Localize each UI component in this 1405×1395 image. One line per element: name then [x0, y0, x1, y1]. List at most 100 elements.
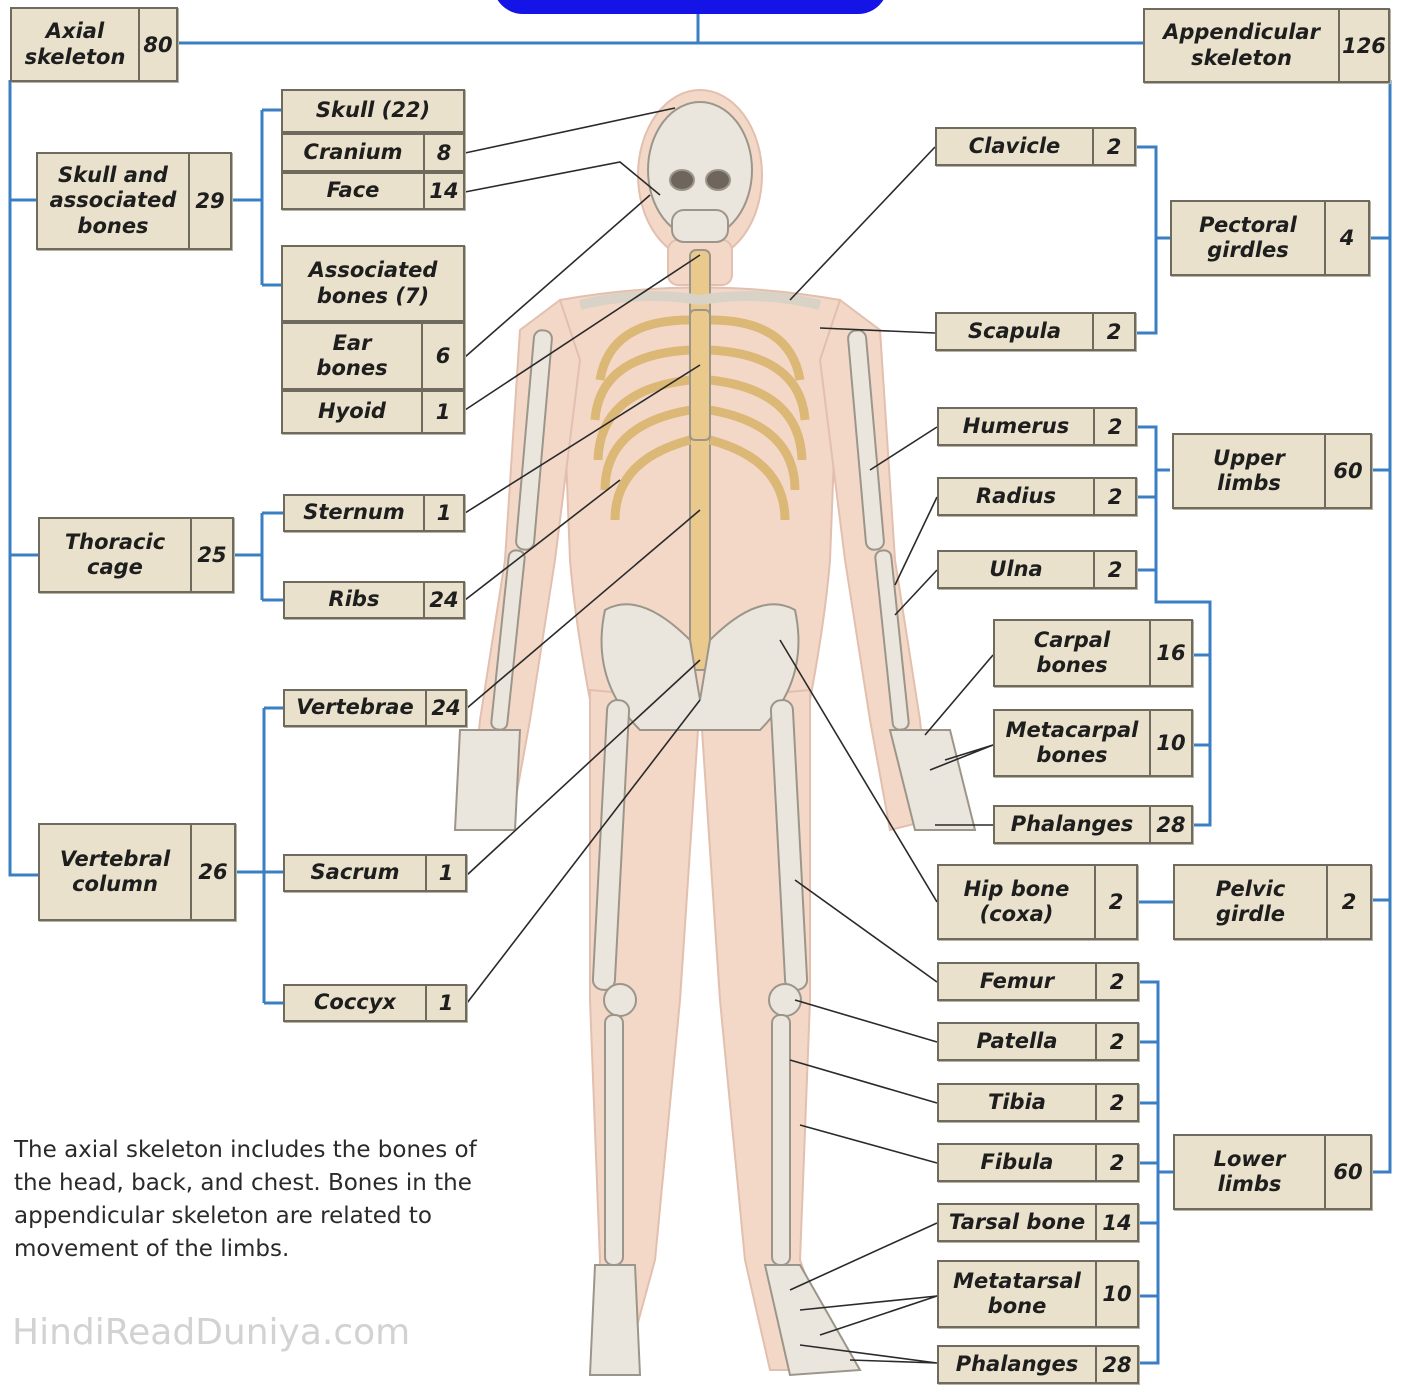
title-banner — [493, 0, 888, 14]
label: Upper limbs — [1174, 435, 1324, 507]
hand-left — [455, 730, 520, 830]
label: Radius — [939, 479, 1093, 514]
box-metacarpal-bones: Metacarpal bones 10 — [993, 709, 1193, 777]
box-hyoid: Hyoid 1 — [281, 390, 465, 434]
box-ear-bones: Ear bones 6 — [281, 322, 465, 390]
caption: The axial skeleton includes the bones of… — [14, 1134, 494, 1266]
skull-bone — [648, 102, 752, 238]
count: 29 — [188, 154, 230, 248]
box-vertebral-column: Vertebral column 26 — [38, 823, 236, 921]
box-tibia: Tibia 2 — [937, 1083, 1139, 1122]
hand-right — [890, 730, 975, 830]
box-carpal-bones: Carpal bones 16 — [993, 619, 1193, 687]
label: Pelvic girdle — [1175, 866, 1326, 938]
neck-shape — [668, 240, 732, 285]
box-metatarsal-bone: Metatarsal bone 10 — [937, 1260, 1139, 1328]
right-leg-shape — [700, 690, 840, 1370]
box-lower-limbs: Lower limbs 60 — [1173, 1134, 1372, 1210]
box-scapula: Scapula 2 — [935, 312, 1136, 351]
box-thoracic-cage: Thoracic cage 25 — [38, 517, 234, 593]
count: 8 — [423, 135, 463, 170]
label: Patella — [939, 1024, 1095, 1059]
spine-bone — [690, 250, 710, 670]
skeleton — [455, 102, 975, 1375]
label: Hip bone (coxa) — [939, 866, 1094, 938]
count: 14 — [1095, 1205, 1137, 1240]
right-arm-shape — [820, 300, 930, 830]
box-upper-limbs: Upper limbs 60 — [1172, 433, 1372, 509]
count: 10 — [1149, 711, 1191, 775]
patella-right — [769, 984, 801, 1016]
forearm-left — [491, 550, 526, 731]
count: 14 — [423, 174, 463, 208]
count: 24 — [425, 691, 465, 725]
count: 16 — [1149, 621, 1191, 685]
box-phalanges-hand: Phalanges 28 — [993, 805, 1193, 844]
box-face: Face 14 — [281, 172, 465, 210]
count: 2 — [1092, 314, 1134, 349]
count: 60 — [1324, 435, 1370, 507]
box-tarsal-bone: Tarsal bone 14 — [937, 1203, 1139, 1242]
box-pelvic-girdle: Pelvic girdle 2 — [1173, 864, 1372, 940]
forearm-right — [875, 550, 910, 731]
label: Hyoid — [283, 392, 421, 432]
label: Carpal bones — [995, 621, 1149, 685]
count: 4 — [1324, 202, 1368, 274]
label: Sacrum — [285, 856, 425, 890]
humerus-left — [515, 330, 552, 551]
count: 1 — [425, 856, 465, 890]
box-skull: Skull (22) — [281, 89, 465, 133]
box-ulna: Ulna 2 — [937, 550, 1137, 589]
label: Ear bones — [283, 324, 421, 388]
torso-shape — [560, 288, 840, 701]
left-arm-shape — [470, 300, 580, 830]
label: Tarsal bone — [939, 1205, 1095, 1240]
count: 24 — [423, 583, 463, 617]
box-patella: Patella 2 — [937, 1022, 1139, 1061]
count: 2 — [1093, 552, 1135, 587]
box-axial-skeleton: Axial skeleton 80 — [10, 7, 178, 82]
label: Phalanges — [995, 807, 1149, 842]
count: 1 — [425, 986, 465, 1020]
watermark: HindiReadDuniya.com — [12, 1312, 410, 1353]
box-appendicular-skeleton: Appendicular skeleton 126 — [1143, 8, 1390, 83]
count: 80 — [138, 9, 176, 80]
label: Sternum — [285, 496, 423, 530]
box-clavicle: Clavicle 2 — [935, 127, 1136, 166]
count: 25 — [190, 519, 232, 591]
label: Humerus — [939, 409, 1093, 444]
count: 2 — [1093, 409, 1135, 444]
box-sternum: Sternum 1 — [283, 494, 465, 532]
box-pectoral-girdles: Pectoral girdles 4 — [1170, 200, 1370, 276]
label: Pectoral girdles — [1172, 202, 1324, 274]
count: 2 — [1095, 1145, 1137, 1180]
label: Lower limbs — [1175, 1136, 1324, 1208]
count: 28 — [1095, 1347, 1137, 1382]
eye-socket-left — [670, 170, 694, 190]
box-humerus: Humerus 2 — [937, 407, 1137, 446]
count: 26 — [190, 825, 234, 919]
label: Metacarpal bones — [995, 711, 1149, 775]
box-cranium: Cranium 8 — [281, 133, 465, 172]
foot-right — [765, 1265, 860, 1375]
count: 2 — [1326, 866, 1370, 938]
count: 10 — [1095, 1262, 1137, 1326]
count: 1 — [423, 496, 463, 530]
head-shape — [638, 90, 762, 260]
label: Ulna — [939, 552, 1093, 587]
count: 2 — [1095, 964, 1137, 999]
femur-right — [770, 700, 807, 991]
tibia-right — [772, 1015, 790, 1265]
label: Phalanges — [939, 1347, 1095, 1382]
box-vertebrae: Vertebrae 24 — [283, 689, 467, 727]
pointer-lines — [465, 108, 993, 1363]
foot-left — [590, 1265, 640, 1375]
sternum-bone — [690, 310, 710, 440]
patella-left — [604, 984, 636, 1016]
box-femur: Femur 2 — [937, 962, 1139, 1001]
label: Metatarsal bone — [939, 1262, 1095, 1326]
label: Fibula — [939, 1145, 1095, 1180]
box-skull-associated-bones: Skull and associated bones 29 — [36, 152, 232, 250]
humerus-right — [847, 330, 884, 551]
label: Vertebral column — [40, 825, 190, 919]
